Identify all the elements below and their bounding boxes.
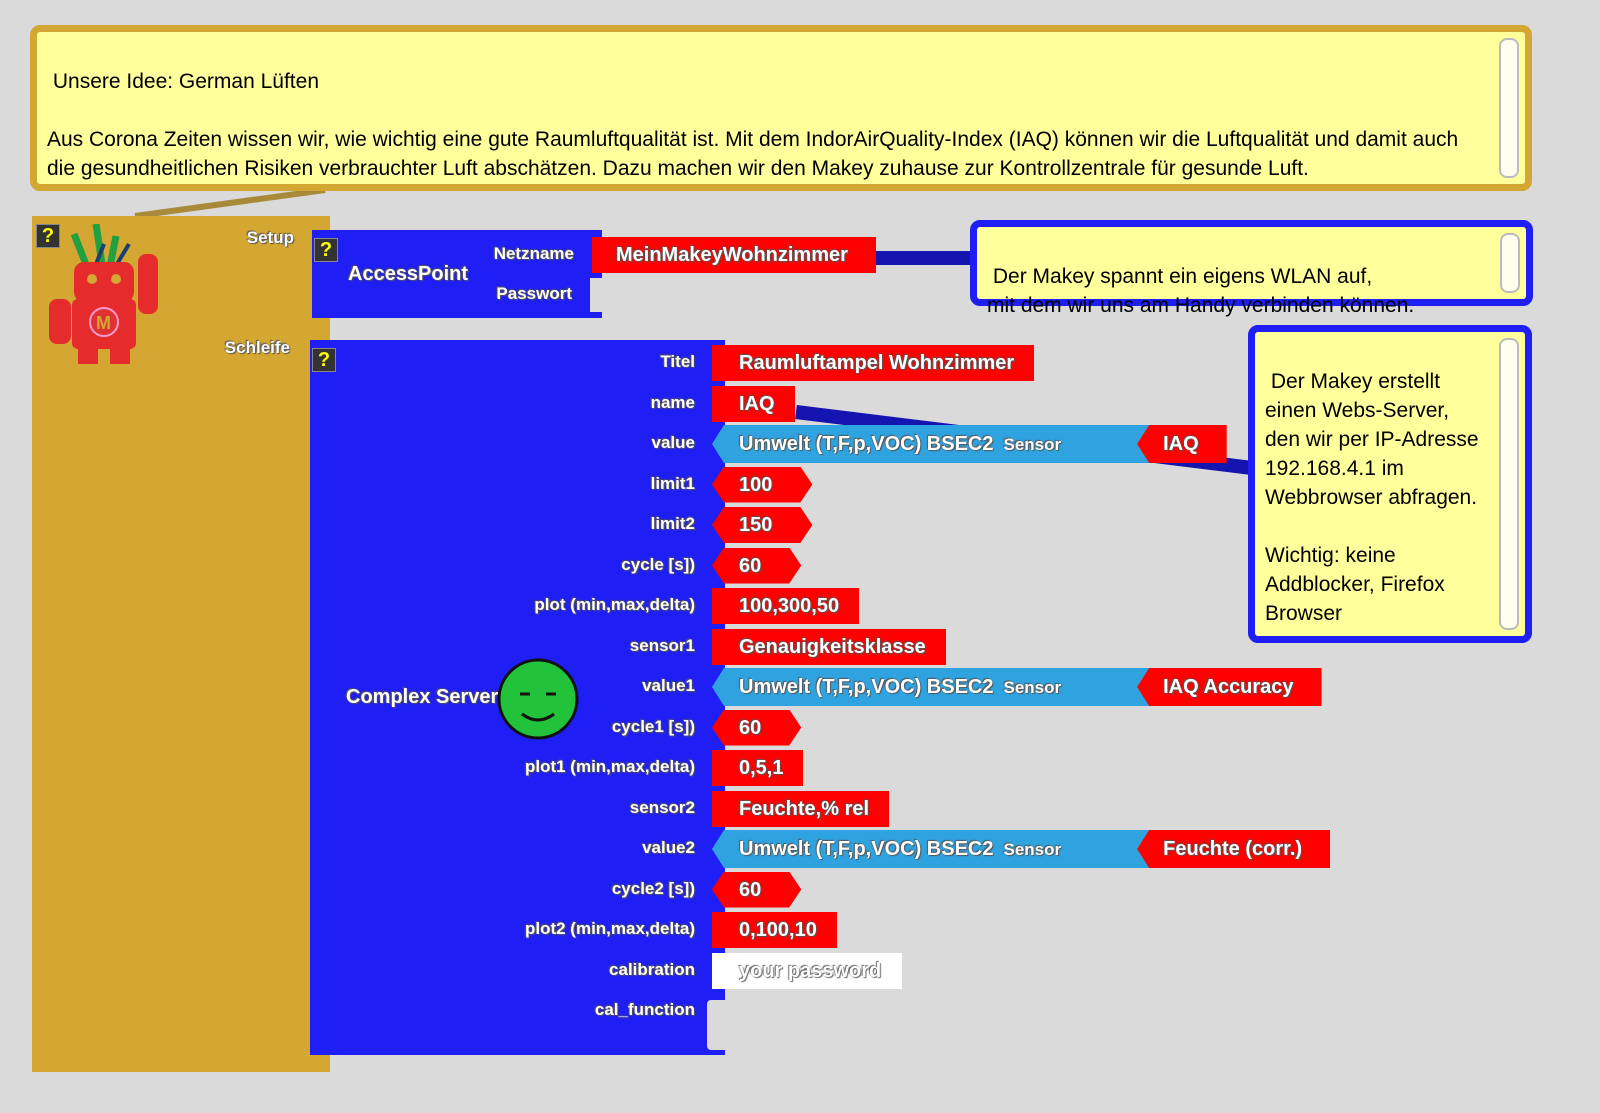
setup-label: Setup [246,228,294,247]
sensor-source: Umwelt (T,F,p,VOC) BSEC2 Sensor [712,830,1152,868]
accesspoint-block[interactable]: ? AccessPoint Netzname Passwort [312,230,602,318]
row-label: cycle [s]) [621,554,695,574]
sensor-word: Sensor [1003,678,1062,697]
sensor-source: Umwelt (T,F,p,VOC) BSEC2 Sensor [712,668,1152,706]
sensor-value[interactable]: IAQ [1137,425,1227,463]
comment-scrollbar[interactable] [1499,338,1519,630]
row-label: cal_function [594,1000,695,1019]
text-value[interactable]: 0,100,10 [712,912,837,948]
sensor-name: Umwelt (T,F,p,VOC) BSEC2 [739,838,994,860]
loop-label: Schleife [224,338,290,357]
sensor-value[interactable]: Feuchte (corr.) [1137,830,1331,868]
smiley-icon [497,658,579,740]
text-value[interactable]: IAQ [712,385,795,422]
text-value[interactable]: Genauigkeitsklasse [712,628,946,665]
svg-text:M: M [96,313,111,333]
password-label: Passwort [496,284,572,303]
comment-idea[interactable]: Unsere Idee: German Lüften Aus Corona Ze… [30,25,1532,191]
row-label: value [651,433,695,452]
help-icon[interactable]: ? [314,238,338,262]
row-label: sensor1 [629,635,695,655]
complex-server-title: Complex Server [346,686,499,708]
sensor-block[interactable]: Umwelt (T,F,p,VOC) BSEC2 Sensor Feuchte (c… [712,830,1331,868]
row-label: calibration [609,959,695,979]
comment-scrollbar[interactable] [1500,233,1520,293]
sensor-word: Sensor [1003,840,1062,859]
help-icon[interactable]: ? [312,348,336,372]
makey-robot-logo: M [49,224,158,364]
text-value[interactable]: 100,300,50 [712,588,860,624]
row-label: name [650,392,695,412]
number-value[interactable]: 60 [712,872,801,908]
row-label: limit2 [650,514,695,533]
sensor-block[interactable]: Umwelt (T,F,p,VOC) BSEC2 Sensor IAQ [712,425,1227,463]
help-icon[interactable]: ? [36,224,60,248]
number-value[interactable]: 150 [712,507,812,543]
row-label: sensor2 [629,797,695,817]
statement-slot[interactable] [707,1000,725,1050]
main-block[interactable]: ? M Setup Schleife [32,216,330,1072]
netname-value[interactable]: MeinMakeyWohnzimmer [592,237,876,273]
number-value[interactable]: 60 [712,710,801,746]
row-label: plot (min,max,delta) [534,595,695,614]
sensor-word: Sensor [1003,435,1062,454]
calibration-input[interactable]: your password [712,952,902,989]
comment-text: Der Makey erstellt einen Webs-Server, de… [1265,370,1479,625]
sensor-block[interactable]: Umwelt (T,F,p,VOC) BSEC2 Sensor IAQ Accura… [712,668,1322,706]
text-value[interactable]: Raumluftampel Wohnzimmer [712,345,1035,381]
comment-scrollbar[interactable] [1499,38,1519,178]
row-label: plot1 (min,max,delta) [524,757,695,776]
comment-server[interactable]: Der Makey erstellt einen Webs-Server, de… [1248,325,1532,643]
row-label: cycle2 [s]) [611,878,695,898]
text-value[interactable]: 0,5,1 [712,750,804,786]
sensor-name: Umwelt (T,F,p,VOC) BSEC2 [739,676,994,698]
row-label: value2 [642,838,695,857]
text-value[interactable]: Feuchte,% rel [712,790,890,827]
row-label: limit1 [650,473,695,493]
number-value[interactable]: 100 [712,467,812,503]
row-label: value1 [642,676,695,695]
sensor-source: Umwelt (T,F,p,VOC) BSEC2 Sensor [712,425,1152,463]
row-label: Titel [660,352,695,371]
comment-wlan[interactable]: Der Makey spannt ein eigens WLAN auf, mi… [970,220,1533,317]
netname-label: Netzname [493,244,574,263]
comment-text: Der Makey spannt ein eigens WLAN auf, mi… [987,265,1415,317]
comment-text: Unsere Idee: German Lüften Aus Corona Ze… [47,70,1459,180]
sensor-value[interactable]: IAQ Accuracy [1137,668,1322,706]
row-label: cycle1 [s]) [611,716,695,736]
number-value[interactable]: 60 [712,548,801,584]
sensor-name: Umwelt (T,F,p,VOC) BSEC2 [739,433,994,455]
accesspoint-title: AccessPoint [348,263,469,285]
row-label: plot2 (min,max,delta) [524,919,695,938]
